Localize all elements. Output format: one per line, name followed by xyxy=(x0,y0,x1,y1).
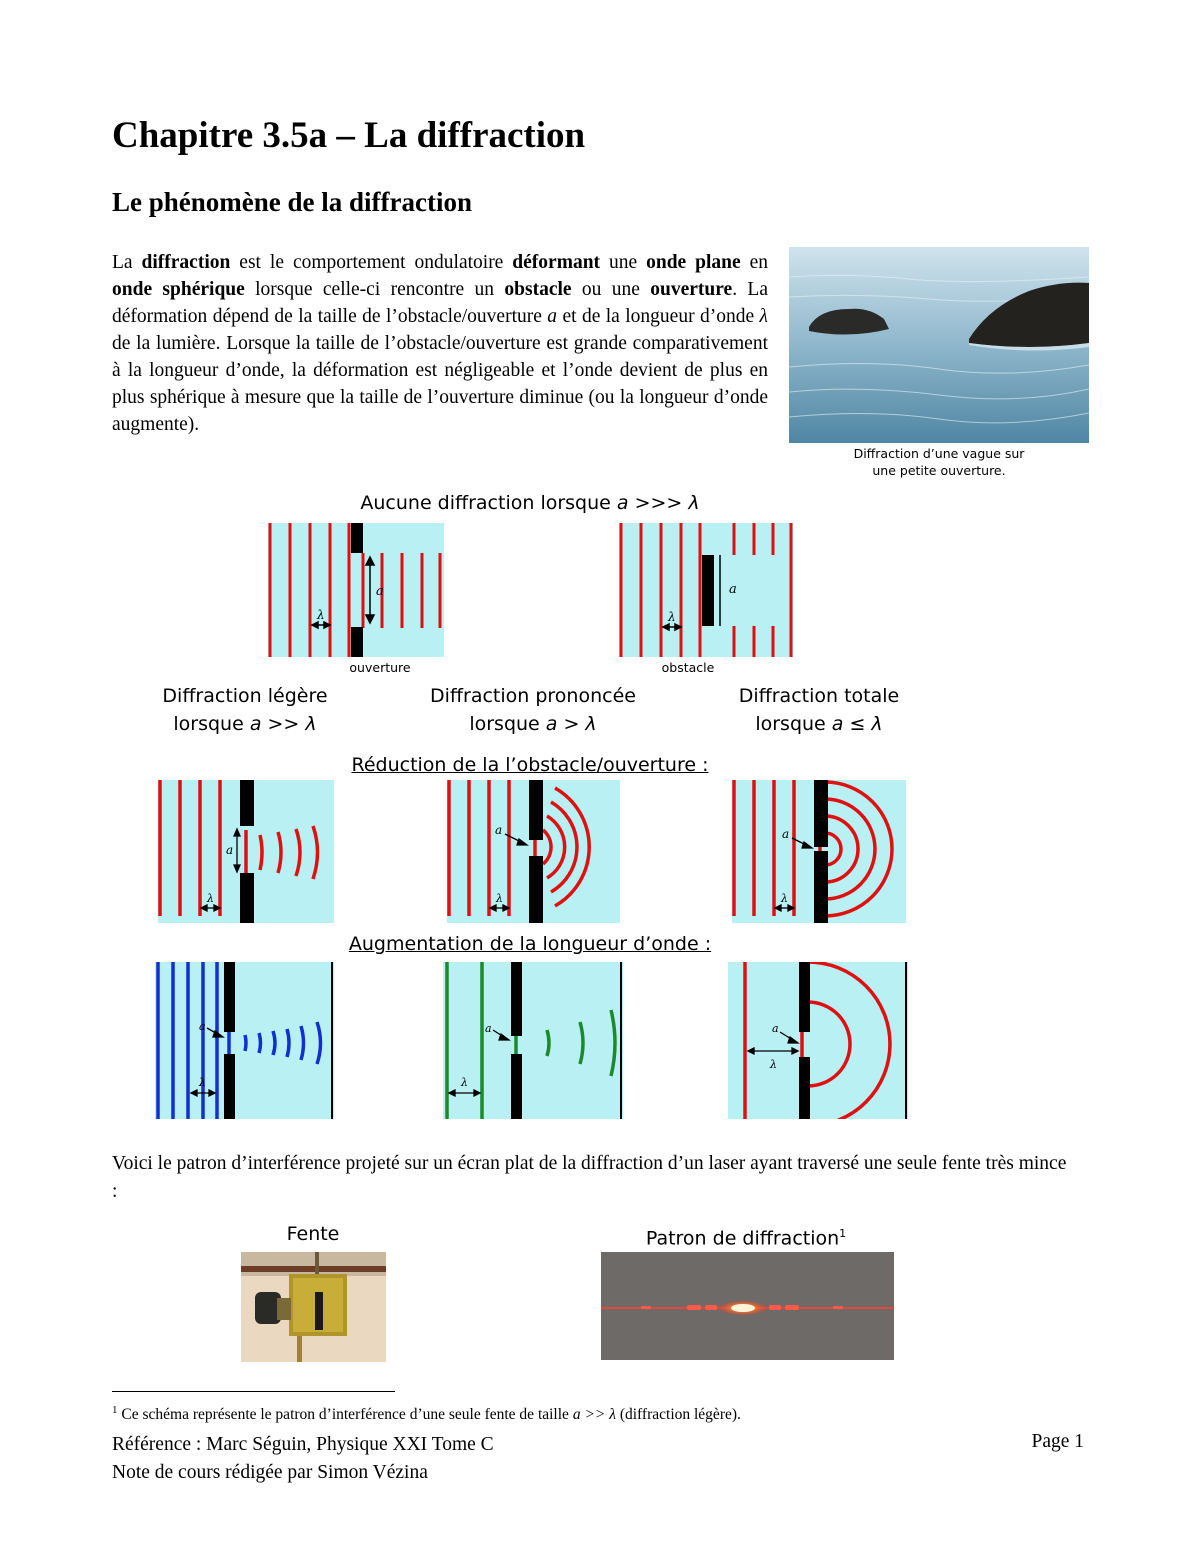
augmentation-title: Augmentation de la longueur d’onde : xyxy=(348,933,712,955)
svg-text:a: a xyxy=(772,1022,779,1035)
pattern-label: Patron de diffraction1 xyxy=(645,1227,847,1250)
svg-text:λ: λ xyxy=(198,1076,206,1089)
svg-text:a: a xyxy=(199,1020,206,1033)
svg-text:λ: λ xyxy=(316,608,325,622)
diagram-wavelength-blue: a λ xyxy=(155,962,334,1119)
diffraction-pattern-photo xyxy=(601,1252,894,1360)
svg-text:λ: λ xyxy=(780,892,788,905)
page-title: Chapitre 3.5a – La diffraction xyxy=(112,115,586,156)
pattern-paragraph: Voici le patron d’interférence projeté s… xyxy=(112,1153,1067,1202)
section-heading: Le phénomène de la diffraction xyxy=(112,187,472,217)
svg-text:λ: λ xyxy=(495,892,503,905)
diagram-pronounced-diffraction: a λ xyxy=(447,780,620,923)
slit-label: Fente xyxy=(286,1223,340,1245)
label-obstacle: obstacle xyxy=(661,660,715,675)
svg-text:a: a xyxy=(226,843,233,857)
svg-text:λ: λ xyxy=(667,610,676,624)
svg-text:a: a xyxy=(782,827,789,841)
diagram-total-diffraction: a λ xyxy=(732,780,906,923)
diagram-obstacle-no-diffraction: a λ xyxy=(619,523,793,657)
slit-photo xyxy=(241,1252,386,1362)
no-diffraction-title: Aucune diffraction lorsque a >>> λ xyxy=(360,492,700,514)
svg-text:a: a xyxy=(376,584,384,599)
svg-text:λ: λ xyxy=(460,1076,468,1089)
svg-text:λ: λ xyxy=(206,892,214,905)
label-opening: ouverture xyxy=(349,660,411,675)
reference-footer: Référence : Marc Séguin, Physique XXI To… xyxy=(112,1434,494,1483)
diagram-light-diffraction: a λ xyxy=(158,780,334,923)
reduction-title: Réduction de la l’obstacle/ouverture : xyxy=(351,754,709,776)
svg-text:a: a xyxy=(495,823,502,837)
svg-text:λ: λ xyxy=(769,1058,777,1071)
wave-photo xyxy=(789,247,1089,443)
diagram-opening-no-diffraction: a λ xyxy=(268,523,444,657)
footnote-rule xyxy=(112,1391,395,1392)
diagram-wavelength-green: a λ xyxy=(443,962,623,1119)
footnote: 1 Ce schéma représente le patron d’inter… xyxy=(112,1404,741,1424)
diagram-wavelength-red: a λ xyxy=(728,962,908,1119)
svg-text:a: a xyxy=(485,1022,492,1035)
svg-text:a: a xyxy=(729,582,737,597)
intro-paragraph: La diffraction est le comportement ondul… xyxy=(112,252,769,435)
page-number: Page 1 xyxy=(1031,1431,1084,1452)
